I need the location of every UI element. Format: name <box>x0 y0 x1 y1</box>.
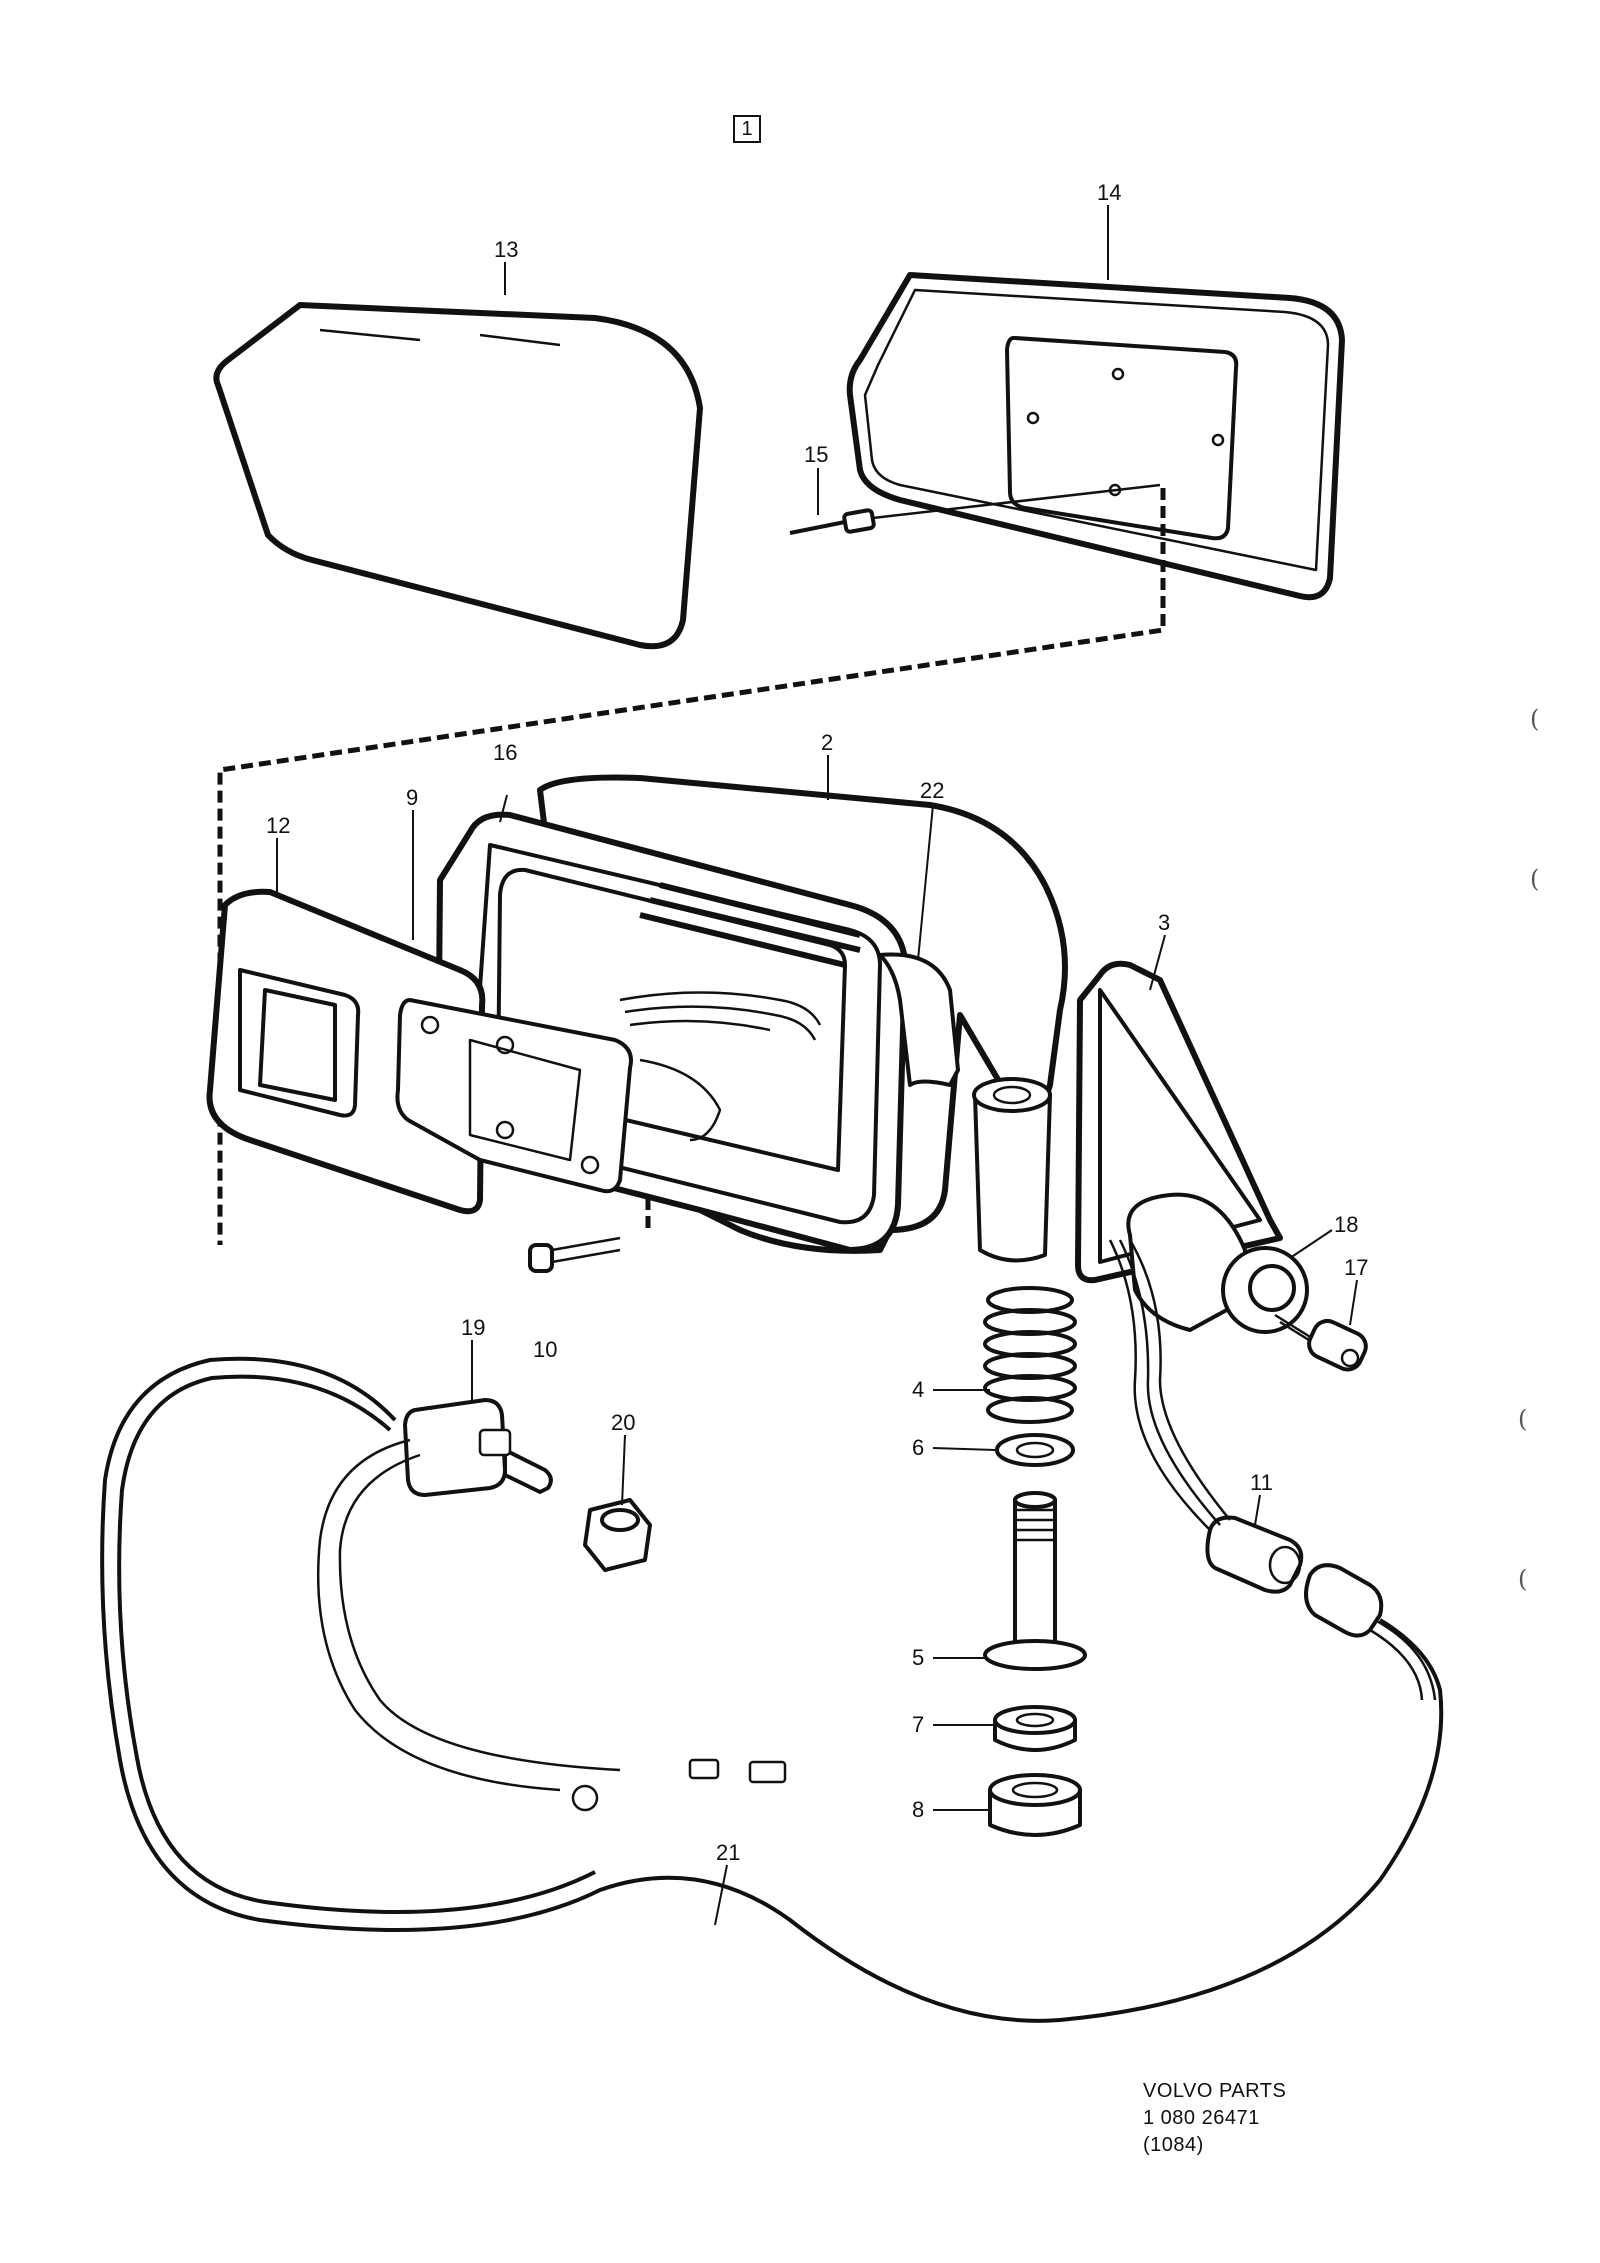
part-11-connector <box>1205 1515 1384 1638</box>
callout-19: 19 <box>461 1315 485 1340</box>
part-14-mirror-plate <box>846 272 1345 601</box>
sheet-number-box: 1 <box>733 115 761 143</box>
callout-6: 6 <box>912 1435 924 1460</box>
callout-3: 3 <box>1158 910 1170 935</box>
margin-mark-2: ( <box>1530 865 1540 893</box>
internal-wiring <box>619 991 822 1142</box>
part-12-cover <box>206 888 486 1215</box>
margin-mark-1: ( <box>1530 705 1540 733</box>
leader-lines <box>276 205 1358 1926</box>
part-10-screw <box>528 1236 621 1273</box>
callout-17: 17 <box>1344 1255 1368 1280</box>
margin-mark-3: ( <box>1518 1405 1528 1433</box>
margin-mark-4: ( <box>1518 1565 1528 1593</box>
part-19-switch <box>403 1398 553 1497</box>
part-9-plate <box>395 998 633 1194</box>
callout-16: 16 <box>493 740 517 765</box>
footer-date-code: (1084) <box>1143 2134 1204 2156</box>
callout-18: 18 <box>1334 1212 1358 1237</box>
callout-10: 10 <box>533 1337 557 1362</box>
pivot-tube <box>972 1077 1052 1263</box>
part-18-motor <box>1126 1192 1309 1334</box>
callout-8: 8 <box>912 1797 924 1822</box>
callout-13: 13 <box>494 237 518 262</box>
part-15-pin <box>789 483 1161 535</box>
callout-12: 12 <box>266 813 290 838</box>
part-21-wiring-harness <box>100 1239 1444 2023</box>
callout-14: 14 <box>1097 180 1121 205</box>
footer-part-number: 1 080 26471 <box>1143 2107 1260 2129</box>
callout-9: 9 <box>406 785 418 810</box>
part-13-mirror-glass <box>213 302 703 650</box>
callout-21: 21 <box>716 1840 740 1865</box>
callout-7: 7 <box>912 1712 924 1737</box>
callout-11: 11 <box>1250 1470 1273 1495</box>
part-22-trim <box>878 952 960 1087</box>
part-4-spring <box>983 1286 1077 1424</box>
part-2-mirror-housing <box>435 774 1068 1254</box>
footer-brand: VOLVO PARTS <box>1143 2080 1287 2102</box>
callout-2: 2 <box>821 730 833 755</box>
callout-15: 15 <box>804 442 828 467</box>
part-7-bush <box>993 1705 1077 1752</box>
part-8-cap <box>988 1773 1082 1837</box>
footer-part-reference: VOLVO PARTS 1 080 26471 (1084) <box>1143 2078 1286 2159</box>
part-20-nut <box>583 1498 652 1572</box>
part-5-sleeve <box>983 1491 1087 1671</box>
callout-4: 4 <box>912 1377 924 1402</box>
callout-labels: 13 14 15 2 16 22 9 12 3 18 17 10 19 20 4… <box>266 180 1368 1865</box>
callout-5: 5 <box>912 1645 924 1670</box>
part-17-screw <box>1274 1313 1368 1372</box>
part-6-washer <box>995 1433 1075 1467</box>
callout-20: 20 <box>611 1410 635 1435</box>
callout-22: 22 <box>920 778 944 803</box>
